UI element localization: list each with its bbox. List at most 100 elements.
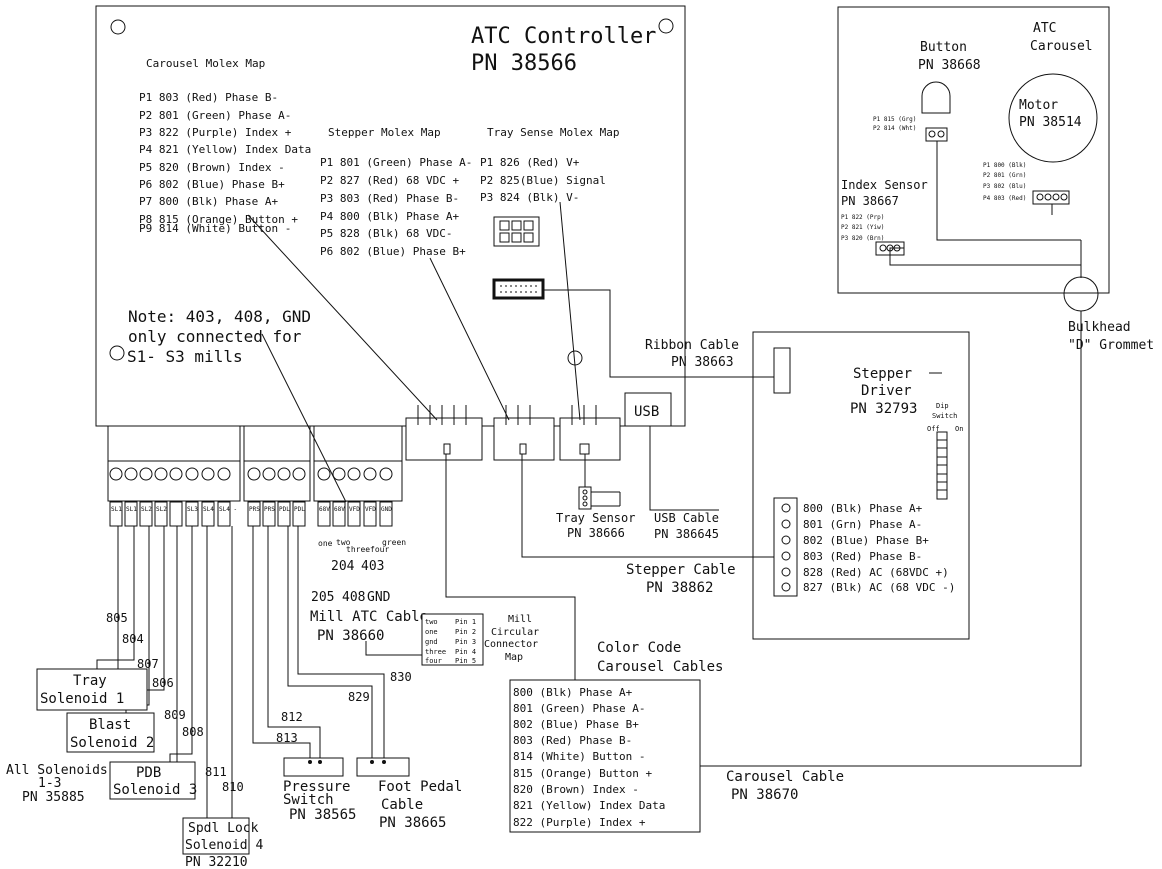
terminal-label: PRS — [264, 506, 275, 513]
color-code-line: 822 (Purple) Index + — [513, 816, 646, 829]
tray-solenoid-label: Tray — [73, 673, 107, 689]
driver-terminal: 801 (Grn) Phase A- — [803, 518, 922, 531]
tray-sense-molex-map: Tray Sense Molex Map P1 826 (Red) V+ P2 … — [480, 126, 619, 204]
terminal-label: 68V — [334, 506, 345, 513]
wire-number: 809 — [164, 708, 186, 722]
color-code-line: 820 (Brown) Index - — [513, 783, 639, 796]
atc-controller-board: ATC Controller PN 38566 Note: 403, 408, … — [95, 5, 686, 427]
color-code-table: 800 (Blk) Phase A+ 801 (Green) Phase A- … — [509, 679, 701, 833]
pdb-solenoid-label: Solenoid 3 — [113, 782, 197, 798]
terminal-label: SL1 - — [126, 506, 144, 513]
wire-number: 808 — [182, 725, 204, 739]
mill-map-wire: four — [425, 657, 442, 665]
terminal-label: SL4 + — [203, 506, 221, 513]
terminal-block — [107, 425, 403, 502]
driver-terminal: 800 (Blk) Phase A+ — [803, 502, 923, 515]
note-line-2: only connected for — [128, 327, 302, 346]
blast-solenoid-label: Solenoid 2 — [70, 735, 154, 751]
wire-number: 804 — [122, 632, 144, 646]
button-pin: P1 815 (Grg) — [873, 116, 916, 123]
all-solenoids-label: All Solenoids — [6, 763, 108, 778]
index-pin: P1 822 (Prp) — [841, 214, 884, 221]
wire-number: 205 — [311, 590, 334, 605]
mill-cable-pn: PN 38660 — [317, 628, 384, 644]
mill-cable-label: Mill ATC Cable — [310, 609, 428, 625]
terminal-label: SL2 — [156, 506, 167, 513]
carousel-cable-pn: PN 38670 — [731, 787, 798, 803]
carousel-map-line: P9 814 (White) Button - — [139, 222, 291, 235]
carousel-map-line: P2 801 (Green) Phase A- — [139, 109, 291, 122]
usb-cable-label: USB Cable — [654, 511, 719, 525]
wire-number: 812 — [281, 710, 303, 724]
all-solenoids-label: 1-3 — [38, 776, 61, 791]
mill-map-pin: Pin 3 — [455, 638, 476, 646]
push-button-icon — [921, 81, 951, 114]
stepper-cable-pn: PN 38862 — [646, 580, 713, 596]
terminal-label: SL3 - — [187, 506, 205, 513]
terminal-label: PDL — [279, 506, 290, 513]
index-pin: P3 820 (Brn) — [841, 235, 884, 242]
wire-number: 403 — [361, 559, 384, 574]
pressure-switch-label: Switch — [283, 792, 334, 808]
motor-pin: P3 802 (Blu) — [983, 183, 1026, 190]
usb-cable-pn: PN 386645 — [654, 527, 719, 541]
terminal-label: SL1 + — [111, 506, 129, 513]
foot-pedal-label: Cable — [381, 797, 423, 813]
dip-on-label: On — [955, 425, 963, 433]
wire-number: 813 — [276, 731, 298, 745]
wire-word: three — [346, 545, 370, 554]
carousel-molex-map: Carousel Molex Map P1 803 (Red) Phase B-… — [139, 57, 311, 235]
carousel-map-line: P4 821 (Yellow) Index Data — [139, 143, 311, 156]
tray-sense-header — [559, 405, 621, 461]
mill-map-title: Map — [505, 652, 523, 663]
foot-pedal-cable: Foot Pedal Cable PN 38665 — [356, 757, 462, 831]
terminal-label: 68V — [319, 506, 330, 513]
spdl-lock-solenoid-label: Spdl Lock — [188, 821, 259, 836]
index-pin: P2 821 (Yiw) — [841, 224, 884, 231]
driver-pn: PN 32793 — [850, 401, 917, 417]
terminal-label: PRS — [249, 506, 260, 513]
blast-solenoid-label: Blast — [89, 717, 131, 733]
carousel-internal-wires — [889, 141, 1082, 278]
tray-map-title: Tray Sense Molex Map — [487, 126, 619, 139]
stepper-molex-map: Stepper Molex Map P1 801 (Green) Phase A… — [320, 126, 472, 258]
mill-map-wire: two — [425, 618, 438, 626]
carousel-title: ATC — [1033, 21, 1056, 36]
mill-map-title: Connector — [484, 639, 538, 650]
mill-map-wire: three — [425, 648, 446, 656]
wire-number: GND — [367, 590, 391, 605]
controller-title: ATC Controller — [471, 24, 656, 49]
stepper-cable-label: Stepper Cable — [626, 562, 736, 578]
mill-map-pin: Pin 4 — [455, 648, 476, 656]
driver-title: Stepper — [853, 366, 912, 382]
stepper-map-line: P2 827 (Red) 68 VDC + — [320, 174, 459, 187]
color-code-title: Carousel Cables — [597, 659, 723, 675]
usb-label: USB — [634, 404, 659, 420]
driver-terminal: 802 (Blue) Phase B+ — [803, 534, 929, 547]
stepper-map-line: P5 828 (Blk) 68 VDC- — [320, 227, 452, 240]
motor-pin: P1 800 (Blk) — [983, 162, 1026, 169]
wire-word: four — [370, 545, 389, 554]
wire-word: two — [336, 538, 351, 547]
driver-terminal: 803 (Red) Phase B- — [803, 550, 922, 563]
mill-map-wire: one — [425, 628, 438, 636]
carousel-header — [405, 405, 483, 461]
usb-port-icon — [624, 392, 672, 427]
wire-number: 408 — [342, 590, 365, 605]
wire-number: 830 — [390, 670, 412, 684]
stepper-map-line: P6 802 (Blue) Phase B+ — [320, 245, 466, 258]
ribbon-header-icon — [492, 278, 545, 300]
tray-solenoid-label: Solenoid 1 — [40, 691, 124, 707]
pressure-switch-pn: PN 38565 — [289, 807, 356, 823]
controller-pn: PN 38566 — [471, 51, 577, 76]
carousel-map-line: P8 815 (Orange) Button + — [139, 213, 298, 226]
spdl-lock-solenoid-label: Solenoid 4 — [185, 838, 263, 853]
carousel-map-line: P3 822 (Purple) Index + — [139, 126, 292, 139]
carousel-cable-label: Carousel Cable — [726, 769, 844, 785]
mill-map-pin: Pin 2 — [455, 628, 476, 636]
terminal-label: VFD — [365, 506, 376, 513]
tray-map-line: P2 825(Blue) Signal — [480, 174, 606, 187]
carousel-map-line: P1 803 (Red) Phase B- — [139, 91, 278, 104]
wire-number: 805 — [106, 611, 128, 625]
wire-number: 204 — [331, 559, 355, 574]
